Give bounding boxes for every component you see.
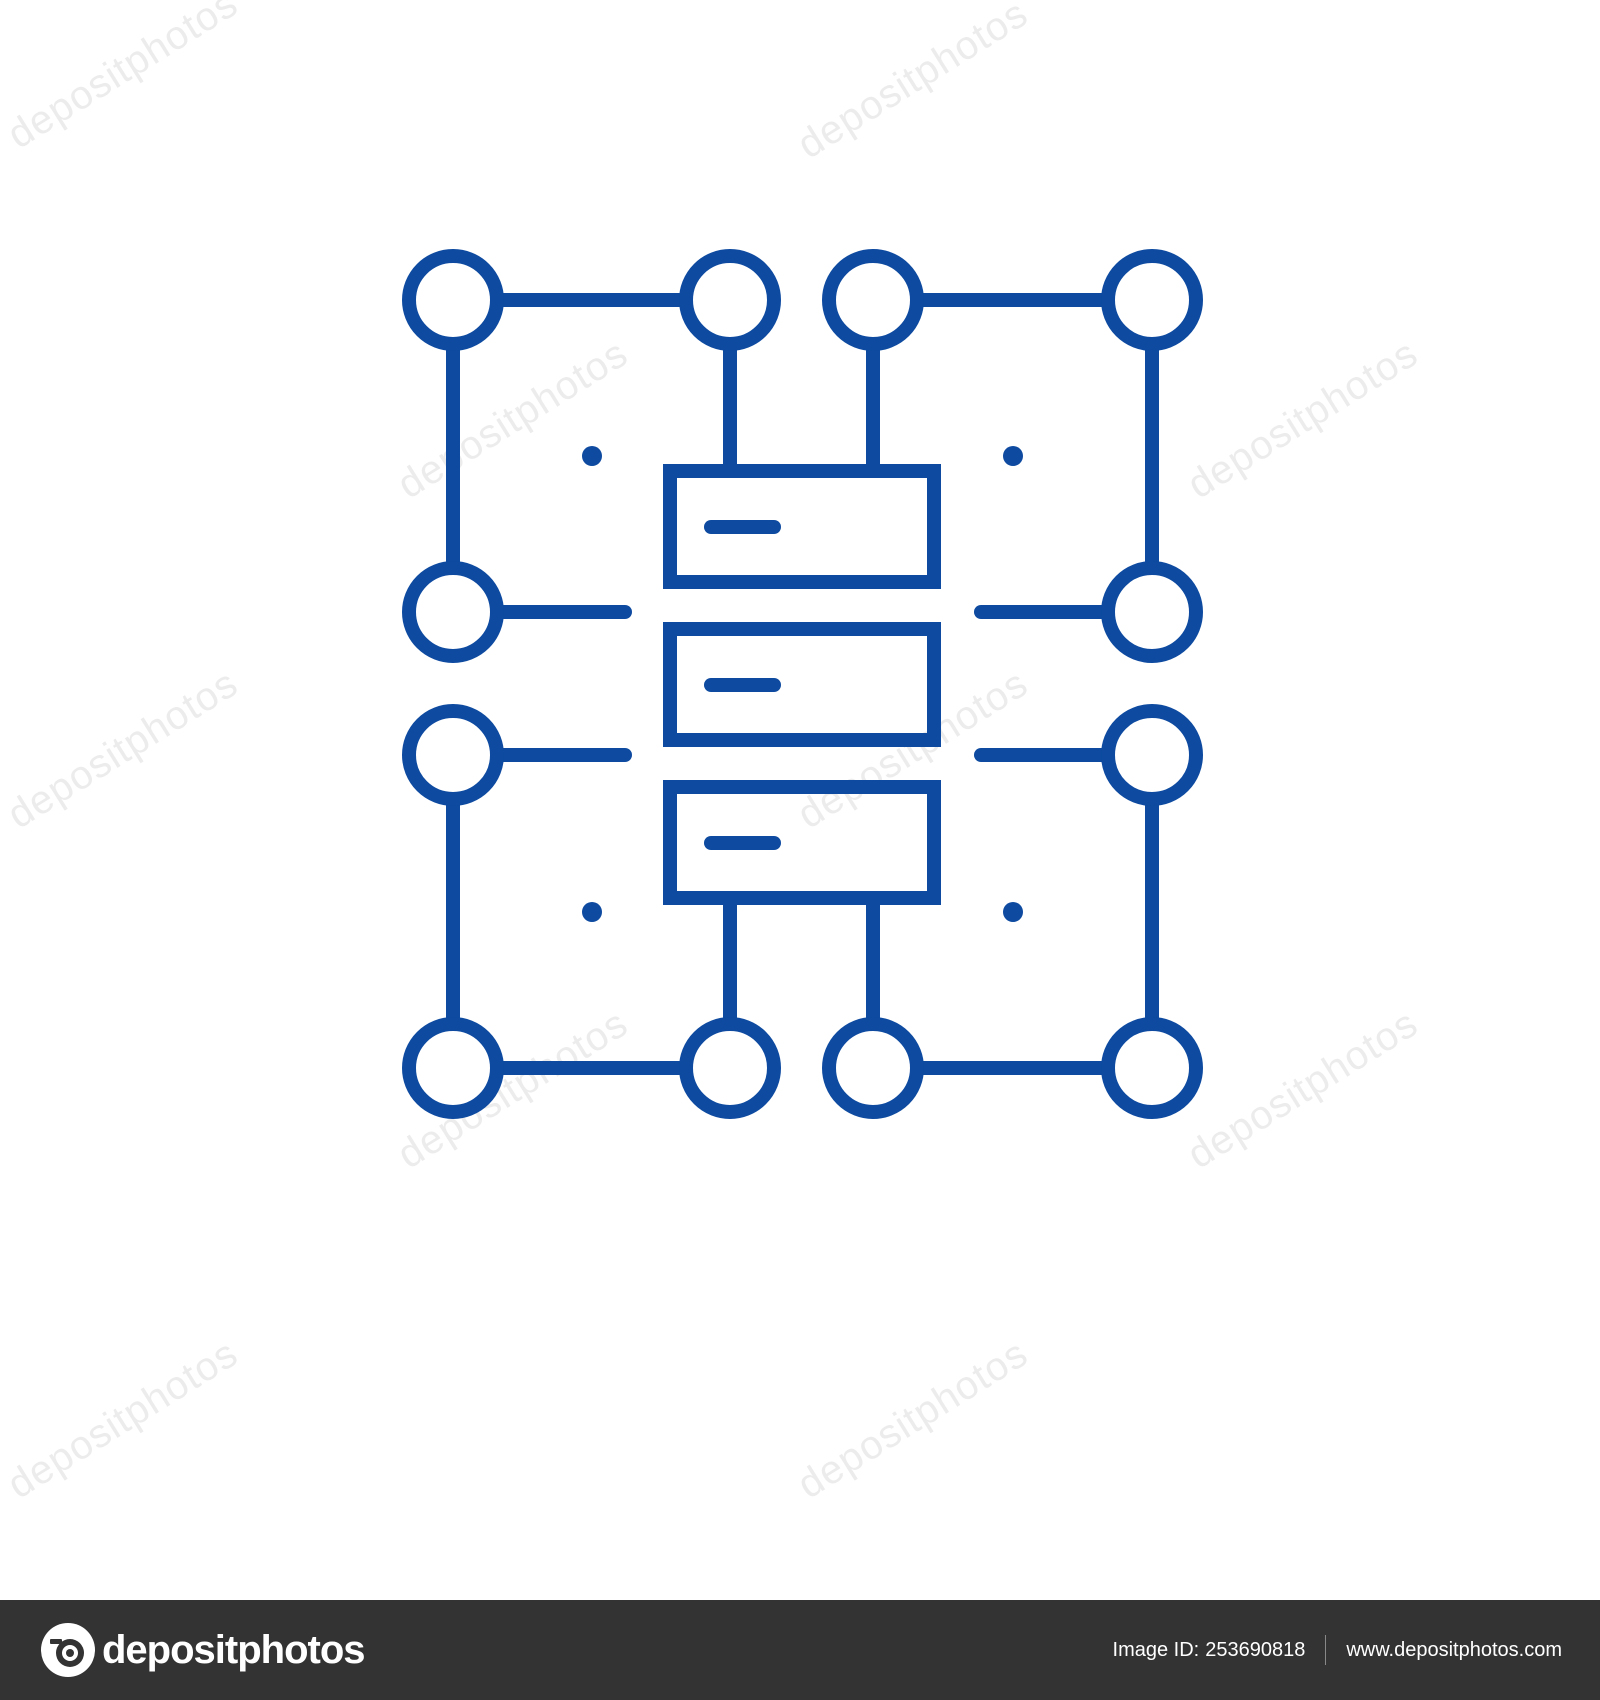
server-box (663, 464, 941, 589)
website-link[interactable]: www.depositphotos.com (1346, 1638, 1562, 1661)
node-circle (822, 1017, 924, 1119)
brand-logo[interactable]: depositphotos (40, 1620, 366, 1680)
node-circle (1101, 249, 1203, 351)
node-circle (679, 249, 781, 351)
node-circle (402, 1017, 504, 1119)
center-dot (582, 902, 602, 922)
footer-bar: depositphotos Image ID: 253690818 www.de… (0, 1600, 1600, 1700)
node-circle (822, 249, 924, 351)
center-dot (582, 446, 602, 466)
node-circle (1101, 1017, 1203, 1119)
node-circle (1101, 561, 1203, 663)
node-circle (402, 249, 504, 351)
node-circle (402, 704, 504, 806)
camera-logo-icon (41, 1623, 95, 1677)
node-circle (679, 1017, 781, 1119)
node-circle (402, 561, 504, 663)
image-id-label: Image ID: (1112, 1638, 1200, 1661)
footer-divider (1325, 1635, 1327, 1665)
network-server-icon (402, 249, 1203, 1119)
image-canvas: depositphotos depositphotos depositphoto… (0, 0, 1426, 1508)
center-dot (1003, 446, 1023, 466)
center-dot (1003, 902, 1023, 922)
node-circle (1101, 704, 1203, 806)
server-box (663, 780, 941, 905)
image-id-value: 253690818 (1205, 1638, 1306, 1661)
footer-info: Image ID: 253690818 www.depositphotos.co… (1113, 1600, 1562, 1700)
brand-name: depositphotos (102, 1627, 366, 1672)
server-box (663, 622, 941, 747)
